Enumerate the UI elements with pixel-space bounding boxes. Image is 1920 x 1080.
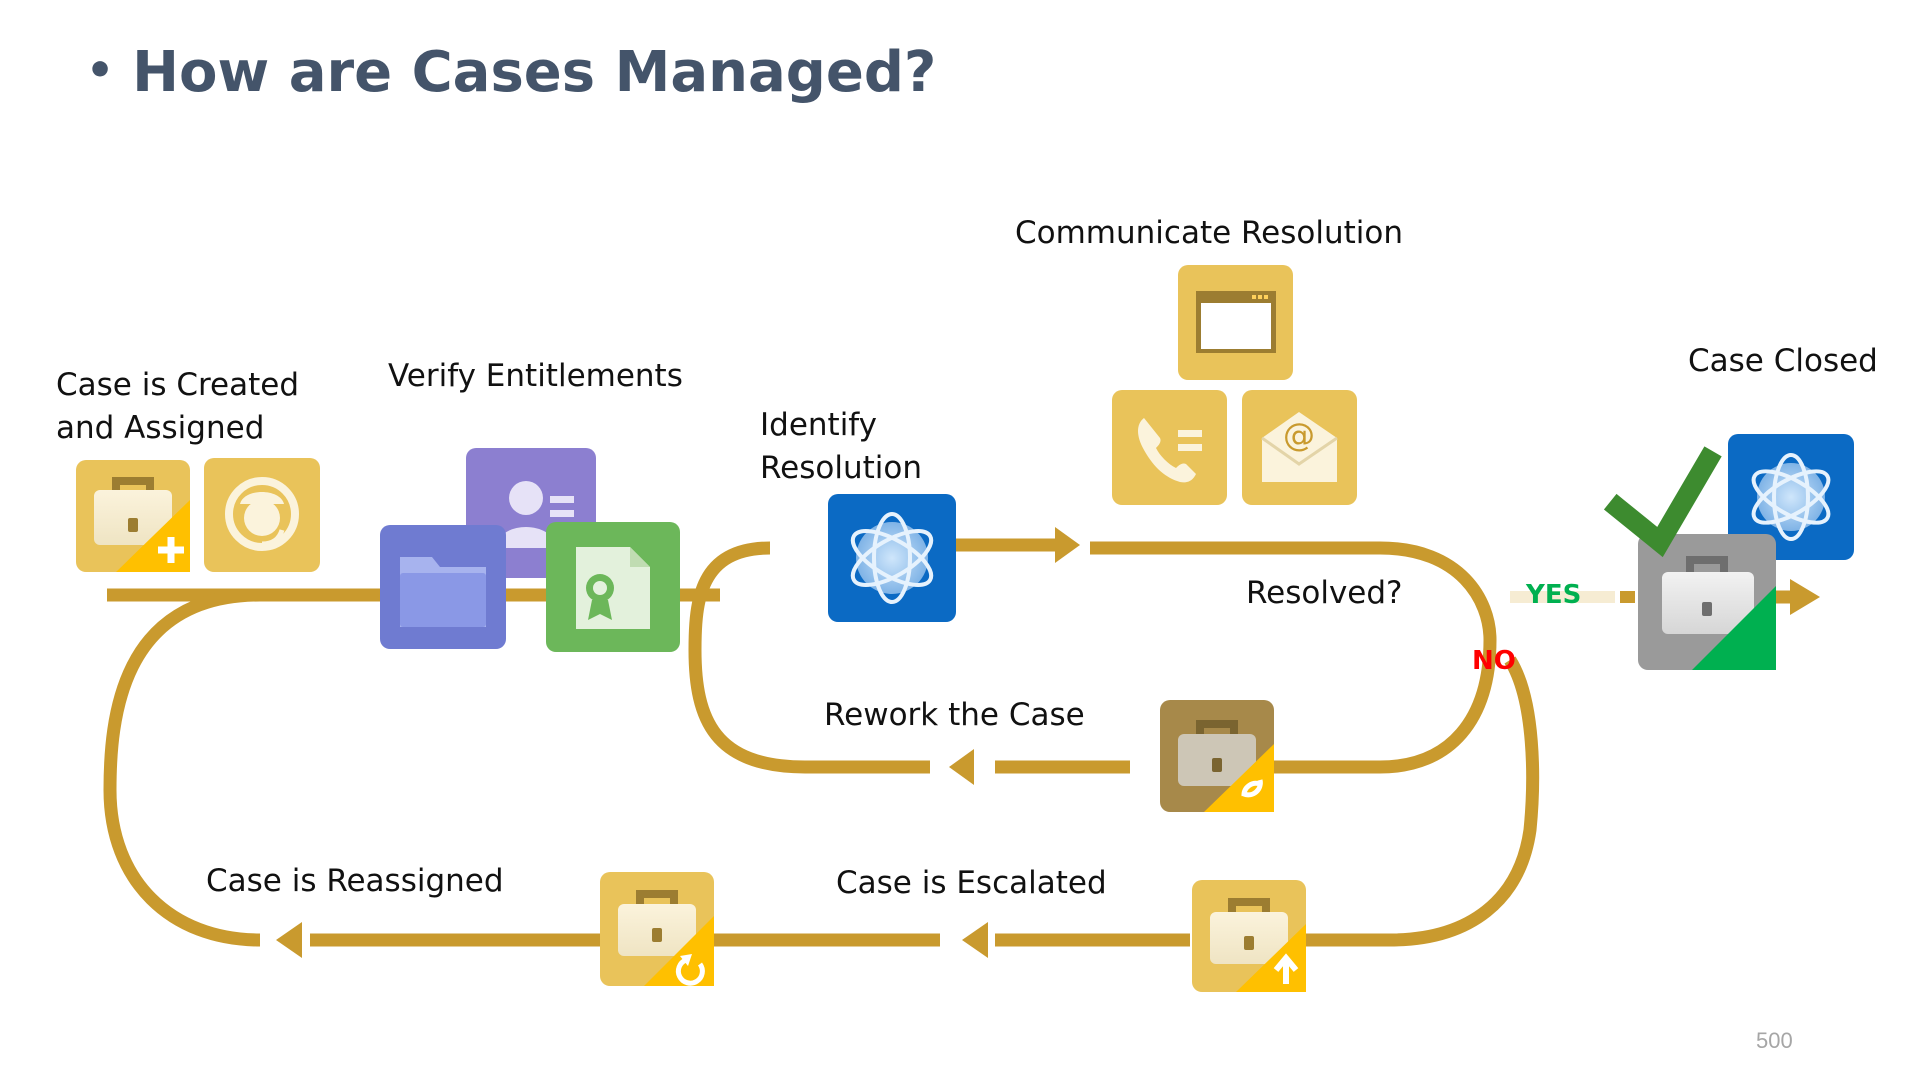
path-to-decision — [1090, 541, 1497, 774]
path-inner-loop-top — [688, 541, 930, 774]
atom-knowledge-icon — [828, 494, 956, 622]
label-case-reassigned: Case is Reassigned — [206, 863, 504, 899]
certificate-doc-icon — [546, 522, 680, 652]
label-verify-entitlements: Verify Entitlements — [388, 358, 683, 394]
label-case-created: Case is Created and Assigned — [56, 364, 299, 450]
label-rework-case: Rework the Case — [824, 697, 1085, 733]
label-case-created-line1: Case is Created — [56, 367, 300, 403]
slide-title: •How are Cases Managed? — [86, 40, 937, 105]
email-envelope-icon: @ — [1242, 390, 1357, 505]
label-case-created-line2: and Assigned — [56, 410, 265, 446]
browser-window-icon — [1178, 265, 1293, 380]
arrow-right-identify — [1055, 527, 1080, 563]
label-identify-line1: Identify — [760, 407, 878, 443]
headset-agent-icon — [204, 458, 320, 572]
label-identify-line2: Resolution — [760, 450, 922, 486]
atom-knowledge-icon-closed — [1728, 434, 1854, 560]
briefcase-reassign-icon — [600, 872, 714, 986]
yes-branch-connector — [1620, 591, 1635, 603]
flow-path — [103, 538, 1790, 947]
arrow-left-rework — [949, 749, 974, 785]
page-number: 500 — [1756, 1028, 1793, 1053]
checkmark-icon — [1603, 446, 1722, 558]
briefcase-closed-icon — [1638, 534, 1776, 670]
label-case-closed: Case Closed — [1688, 343, 1878, 379]
svg-text:@: @ — [1283, 416, 1315, 454]
path-outer-loop — [103, 588, 261, 947]
decision-no-label: NO — [1472, 646, 1516, 676]
slide-title-text: How are Cases Managed? — [132, 40, 937, 105]
arrow-left-reassigned — [276, 922, 302, 958]
arrow-right-closed — [1790, 579, 1820, 615]
decision-yes-label: YES — [1526, 580, 1582, 610]
label-identify-resolution: Identify Resolution — [760, 404, 922, 490]
phone-icon — [1112, 390, 1227, 505]
label-case-escalated: Case is Escalated — [836, 865, 1107, 901]
path-lower-right-loop — [1220, 656, 1540, 947]
briefcase-arrow-up-icon — [1192, 880, 1306, 992]
label-communicate-resolution: Communicate Resolution — [1015, 215, 1404, 251]
label-resolved-question: Resolved? — [1246, 575, 1403, 611]
folder-icon — [380, 525, 506, 649]
flow-arrowheads — [276, 527, 1820, 958]
briefcase-plus-icon — [76, 460, 190, 572]
yes-branch-line — [1510, 591, 1615, 603]
arrow-left-escalated — [962, 922, 988, 958]
briefcase-refresh-icon — [1160, 700, 1274, 812]
